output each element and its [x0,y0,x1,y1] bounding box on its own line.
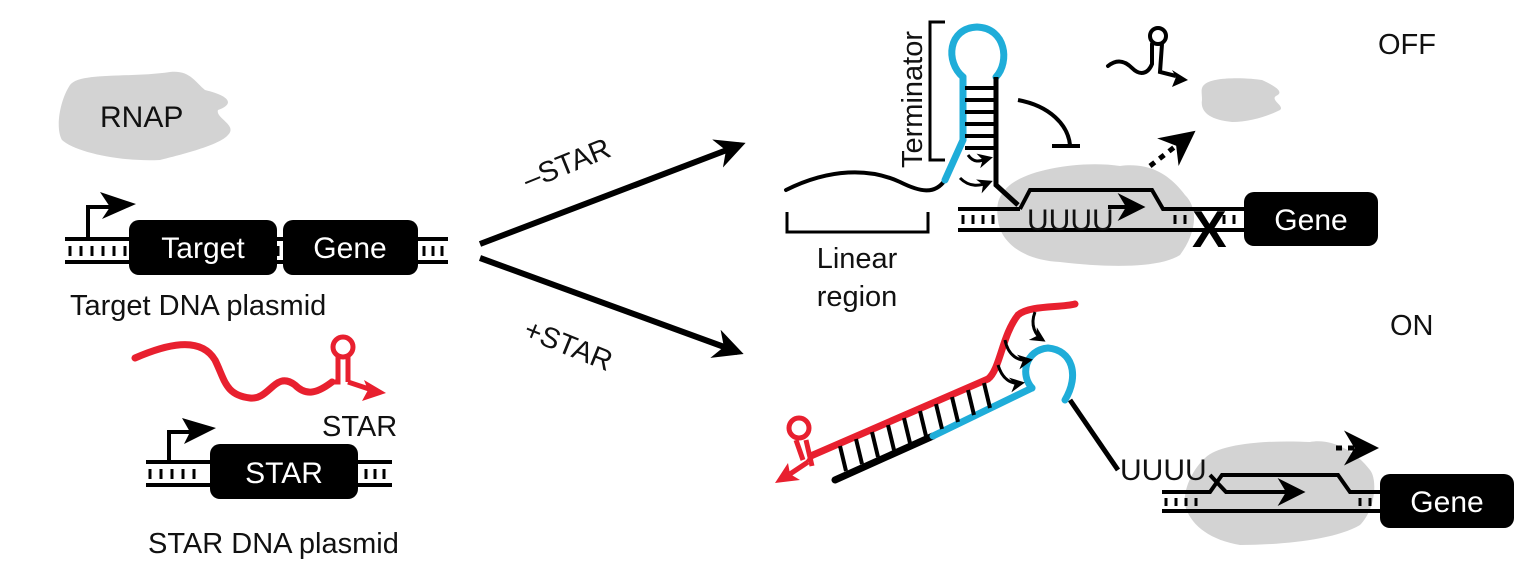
target-part-label: Target [161,232,245,265]
rnap-released-blob [1201,78,1282,122]
promoter-arrow-icon [86,205,110,239]
on-gene-label: Gene [1410,486,1483,519]
star-plasmid: STAR STAR DNA plasmid [146,418,399,560]
target-plasmid: Target Gene Target DNA plasmid [65,192,448,322]
on-gene-part [1380,474,1514,528]
linear-region-bracket [785,212,930,234]
rnap-blob [58,71,231,161]
inhibit-icon [1017,98,1072,146]
target-loop [1022,344,1077,404]
on-state: ON UUUU Gene [775,300,1514,545]
minus-star-label: –STAR [519,133,616,197]
off-label: OFF [1378,29,1436,61]
terminator-loop [948,23,1008,81]
star-rna-strand [809,300,1079,459]
terminator-5prime-arm [941,73,967,184]
dna-ticks [68,246,444,256]
linear-region-label-2: region [817,281,898,313]
plus-star-label: +STAR [519,314,616,378]
star-plasmid-caption: STAR DNA plasmid [148,528,399,560]
star-rna: STAR [131,334,397,443]
rnap-label: RNAP [100,101,183,134]
duplex-rungs [838,382,992,472]
terminator-label: Terminator [897,31,929,168]
release-arrow [1148,130,1196,168]
on-label: ON [1390,310,1434,342]
gene-part [283,220,418,275]
on-uuuu-label: UUUU [1120,454,1207,487]
off-gene-part [1244,192,1378,246]
gene-part-label: Gene [313,232,386,265]
star-part-label: STAR [245,457,323,490]
off-state: OFF UUUU X Gene [784,20,1436,313]
off-uuuu-label: UUUU [1027,204,1114,237]
target-part [129,220,277,275]
target-plasmid-caption: Target DNA plasmid [70,290,326,322]
off-gene-label: Gene [1274,204,1347,237]
target-rna-strand-blue [929,384,1036,440]
terminator-bracket [928,20,945,162]
promoter-arrow-icon [167,430,190,462]
target-rna-strand-black [831,432,937,484]
star-part [210,444,358,499]
branch-arrows: –STAR +STAR [478,133,746,378]
star-rna-label: STAR [322,411,397,443]
x-mark-icon: X [1192,201,1227,259]
plus-star-arrow [478,255,744,358]
linear-region-label-1: Linear [817,243,898,275]
rnap-free: RNAP [58,71,231,161]
minus-star-arrow [478,139,746,247]
